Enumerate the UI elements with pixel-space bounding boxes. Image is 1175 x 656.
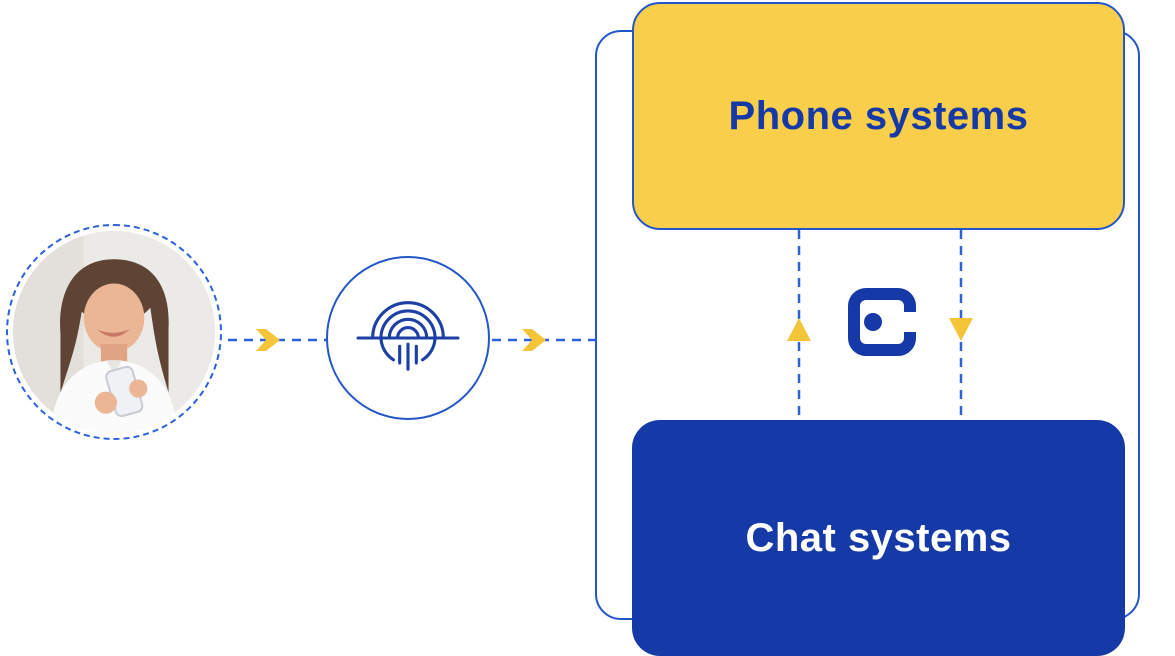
exchange-lines xyxy=(787,230,973,420)
arrow-right-icon xyxy=(256,329,280,351)
user-photo xyxy=(13,231,215,433)
arrow-up-icon xyxy=(787,318,811,341)
phone-systems-label: Phone systems xyxy=(728,93,1029,138)
fingerprint-icon xyxy=(356,301,460,371)
arrow-down-icon xyxy=(949,318,973,341)
phone-systems-box: Phone systems xyxy=(632,2,1125,230)
chat-systems-label: Chat systems xyxy=(745,515,1012,560)
brand-logo-icon xyxy=(848,288,916,356)
connector-auth-to-systems xyxy=(492,329,596,351)
woman-with-phone-illustration xyxy=(13,231,215,433)
user-photo-ring xyxy=(6,224,222,440)
arrow-right-icon xyxy=(522,329,546,351)
fingerprint-badge xyxy=(326,256,490,420)
connector-user-to-auth xyxy=(228,329,330,351)
chat-systems-box: Chat systems xyxy=(632,420,1125,656)
